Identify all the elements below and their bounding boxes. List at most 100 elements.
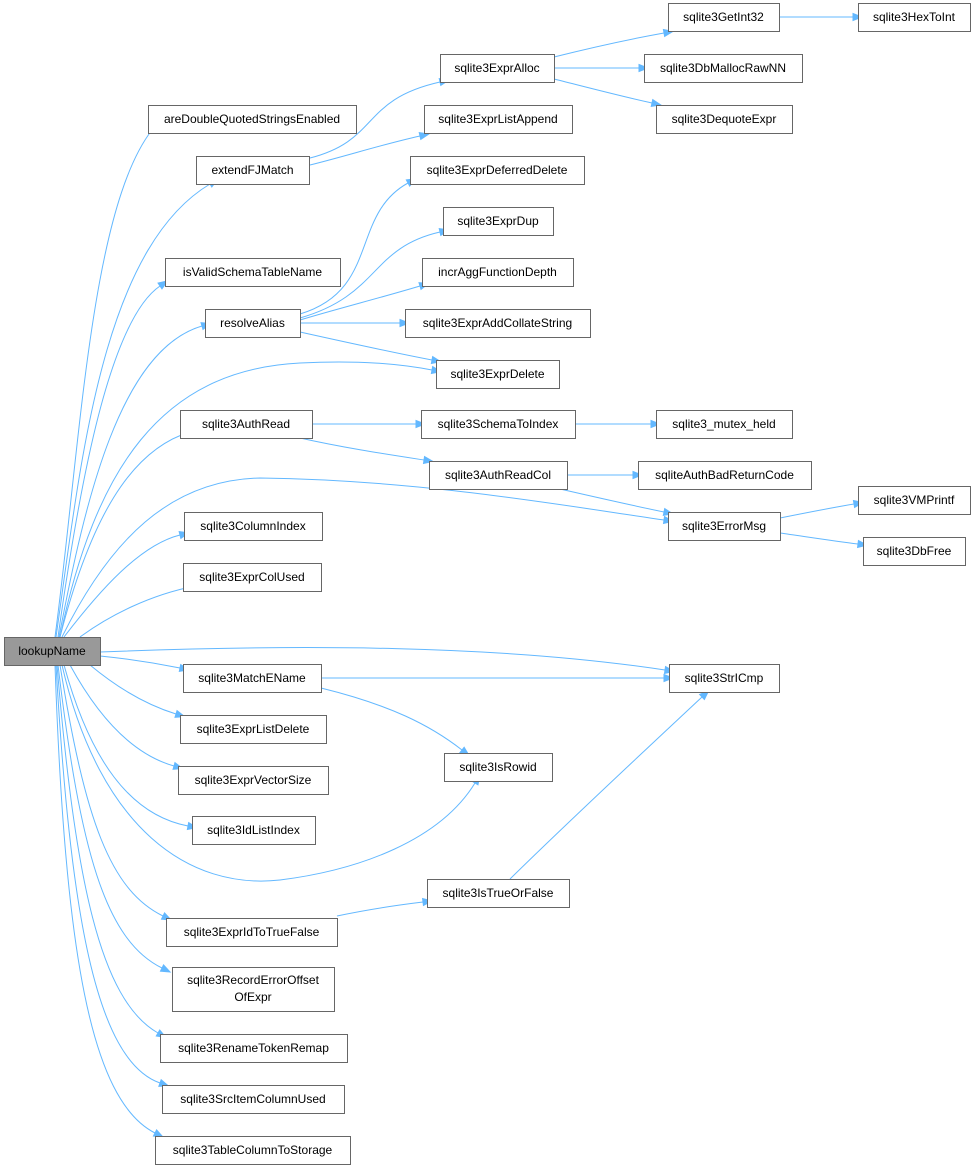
node-sqlite3SrcItemColumnUsed[interactable]: sqlite3SrcItemColumnUsed [162,1085,345,1114]
node-sqlite3IdListIndex[interactable]: sqlite3IdListIndex [192,816,316,845]
node-sqlite3DequoteExpr[interactable]: sqlite3DequoteExpr [656,105,793,134]
node-label: sqlite3TableColumnToStorage [173,1143,333,1157]
node-sqlite3SchemaToIndex[interactable]: sqlite3SchemaToIndex [421,410,576,439]
edge-lookupName-to-sqlite3ColumnIndex [63,531,191,638]
node-sqlite3StrICmp[interactable]: sqlite3StrICmp [669,664,780,693]
node-box [858,3,971,32]
edge-sqlite3SchemaToIndex-to-sqlite3_mutex_held [575,419,662,429]
edge-sqlite3AuthRead-to-sqlite3AuthReadCol [299,437,435,465]
edge-sqlite3ExprAlloc-to-sqlite3DequoteExpr [553,78,663,108]
node-box [656,410,793,439]
node-label: sqlite3DbFree [877,544,952,558]
node-extendFJMatch[interactable]: extendFJMatch [196,156,310,185]
node-sqlite3ExprDeferredDelete[interactable]: sqlite3ExprDeferredDelete [410,156,585,185]
node-box [638,461,812,490]
node-label: sqlite3ExprAlloc [454,61,539,75]
edge-sqlite3MatchEName-to-sqlite3StrICmp [321,673,675,683]
arrowhead [638,63,650,73]
node-areDoubleQuotedStringsEnabled[interactable]: areDoubleQuotedStringsEnabled [148,105,357,134]
node-box [148,105,357,134]
node-box [172,967,335,1012]
arrowhead [415,419,427,429]
node-sqlite3ExprAddCollateString[interactable]: sqlite3ExprAddCollateString [405,309,591,338]
node-sqlite3ErrorMsg[interactable]: sqlite3ErrorMsg [668,512,781,541]
node-sqlite3HexToInt[interactable]: sqlite3HexToInt [858,3,971,32]
node-sqlite3ExprAlloc[interactable]: sqlite3ExprAlloc [440,54,555,83]
node-label: sqlite3RenameTokenRemap [178,1041,329,1055]
node-sqlite3VMPrintf[interactable]: sqlite3VMPrintf [858,486,971,515]
node-label: extendFJMatch [211,163,293,177]
arrowhead [650,419,662,429]
node-label: sqlite3ExprIdToTrueFalse [184,925,320,939]
node-sqlite3GetInt32[interactable]: sqlite3GetInt32 [668,3,780,32]
node-sqlite3ExprListDelete[interactable]: sqlite3ExprListDelete [180,715,327,744]
node-box [668,3,780,32]
node-sqlite3RenameTokenRemap[interactable]: sqlite3RenameTokenRemap [160,1034,348,1063]
node-sqliteAuthBadReturnCode[interactable]: sqliteAuthBadReturnCode [638,461,812,490]
node-sqlite3TableColumnToStorage[interactable]: sqlite3TableColumnToStorage [155,1136,351,1165]
node-label: sqlite3StrICmp [685,671,764,685]
node-label: sqlite3AuthRead [202,417,290,431]
node-sqlite3ExprColUsed[interactable]: sqlite3ExprColUsed [183,563,322,592]
node-label: sqlite3ExprColUsed [199,570,304,584]
node-box [183,563,322,592]
node-label: sqlite3SrcItemColumnUsed [180,1092,325,1106]
arrowhead [632,470,644,480]
arrowhead [399,318,411,328]
node-box [444,753,553,782]
edge-lookupName-to-sqlite3IdListIndex [63,664,199,831]
node-sqlite3DbMallocRawNN[interactable]: sqlite3DbMallocRawNN [644,54,803,83]
node-sqlite3DbFree[interactable]: sqlite3DbFree [863,537,966,566]
node-box [162,1085,345,1114]
node-incrAggFunctionDepth[interactable]: incrAggFunctionDepth [422,258,574,287]
node-label: sqlite3ExprVectorSize [195,773,312,787]
node-label: sqlite3ErrorMsg [682,519,766,533]
edge-sqlite3AuthReadCol-to-sqlite3ErrorMsg [559,488,675,517]
node-box [4,637,101,666]
arrowhead [152,1129,165,1138]
edge-sqlite3GetInt32-to-sqlite3HexToInt [779,12,864,22]
node-sqlite3IsTrueOrFalse[interactable]: sqlite3IsTrueOrFalse [427,879,570,908]
node-sqlite3ColumnIndex[interactable]: sqlite3ColumnIndex [184,512,323,541]
node-label: sqlite3DequoteExpr [672,112,777,126]
node-sqlite3_mutex_held[interactable]: sqlite3_mutex_held [656,410,793,439]
edge-sqlite3ExprAlloc-to-sqlite3GetInt32 [553,28,675,58]
node-box [422,258,574,287]
edge-sqlite3ErrorMsg-to-sqlite3DbFree [779,532,869,549]
edge-lookupName-to-areDoubleQuotedStringsEnabled [54,121,159,638]
node-sqlite3IsRowid[interactable]: sqlite3IsRowid [444,753,553,782]
edge-sqlite3AuthReadCol-to-sqliteAuthBadReturnCode [567,470,644,480]
node-label: incrAggFunctionDepth [438,265,557,279]
arrowhead [159,963,172,973]
node-sqlite3ExprDup[interactable]: sqlite3ExprDup [443,207,554,236]
node-sqlite3ExprDelete[interactable]: sqlite3ExprDelete [436,360,560,389]
node-sqlite3MatchEName[interactable]: sqlite3MatchEName [183,664,322,693]
node-label: sqlite3ExprListAppend [438,112,557,126]
node-box [192,816,316,845]
node-sqlite3AuthRead[interactable]: sqlite3AuthRead [180,410,313,439]
node-label: resolveAlias [220,316,285,330]
node-isValidSchemaTableName[interactable]: isValidSchemaTableName [165,258,341,287]
node-lookupName[interactable]: lookupName [4,637,101,666]
node-label: sqlite3SchemaToIndex [438,417,559,431]
node-label: sqlite3IdListIndex [207,823,300,837]
node-label: sqliteAuthBadReturnCode [655,468,794,482]
node-sqlite3ExprIdToTrueFalse[interactable]: sqlite3ExprIdToTrueFalse [166,918,338,947]
node-box [668,512,781,541]
edge-lookupName-to-sqlite3MatchEName [99,655,191,673]
node-sqlite3AuthReadCol[interactable]: sqlite3AuthReadCol [429,461,568,490]
node-box [440,54,555,83]
node-sqlite3ExprListAppend[interactable]: sqlite3ExprListAppend [424,105,573,134]
edge-resolveAlias-to-sqlite3ExprAddCollateString [300,318,411,328]
node-sqlite3ExprVectorSize[interactable]: sqlite3ExprVectorSize [178,766,329,795]
node-box [205,309,301,338]
node-label: sqlite3GetInt32 [683,10,764,24]
node-box [410,156,585,185]
edge-lookupName-to-sqlite3ExprListDelete [89,664,186,718]
edge-sqlite3IsTrueOrFalse-to-sqlite3StrICmp [509,689,710,880]
node-box [644,54,803,83]
node-resolveAlias[interactable]: resolveAlias [205,309,301,338]
edge-sqlite3AuthRead-to-sqlite3SchemaToIndex [312,419,427,429]
